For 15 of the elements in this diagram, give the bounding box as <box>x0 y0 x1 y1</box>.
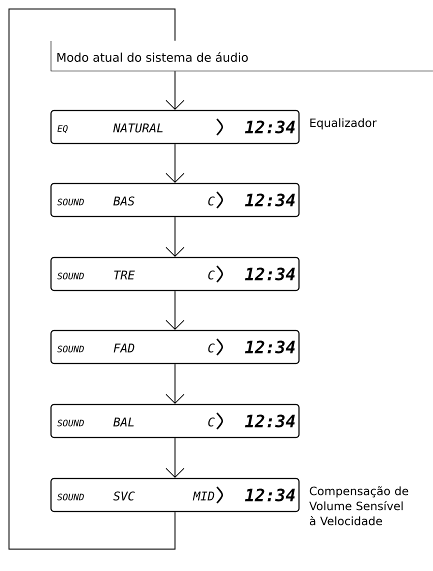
arrow <box>166 70 184 110</box>
arrow <box>166 290 184 330</box>
display-screen: SOUND FAD C 12:34 <box>50 330 300 364</box>
display-screen: SOUND SVC MID 12:34 <box>50 478 300 512</box>
arrow <box>166 438 184 478</box>
arrow <box>166 216 184 257</box>
display-screen: EQ NATURAL 12:34 <box>50 110 300 144</box>
arrow <box>166 144 184 183</box>
display-screen: SOUND BAL C 12:34 <box>50 404 300 438</box>
mode-caption: Equalizador <box>310 118 377 130</box>
mode-header: Modo atual do sistema de áudio <box>50 40 433 72</box>
display-screen: SOUND TRE C 12:34 <box>50 256 300 292</box>
display-screen: SOUND BAS C 12:34 <box>50 182 300 218</box>
mode-caption: Compensação de Volume Sensível à Velocidade <box>309 486 408 526</box>
arrow <box>166 364 184 404</box>
